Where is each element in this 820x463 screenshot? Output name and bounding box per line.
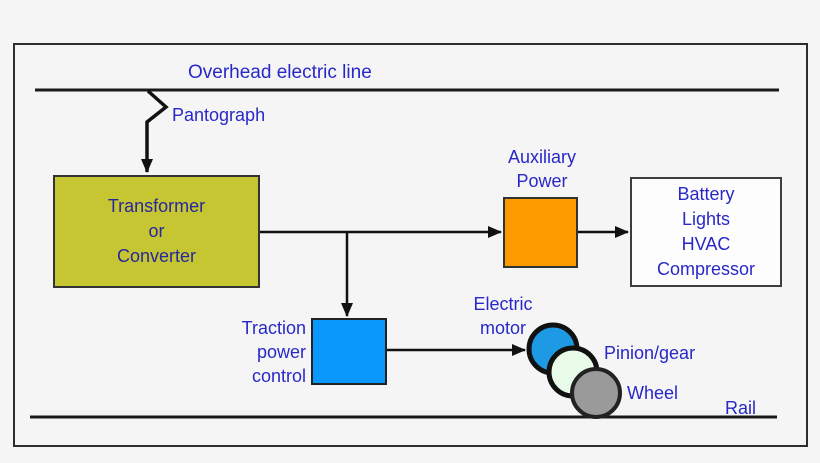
transformer-converter-box: Transformer or Converter xyxy=(53,175,260,288)
rail-label: Rail xyxy=(725,398,757,418)
pantograph-symbol xyxy=(141,89,169,173)
traction-power-control-label: Traction power control xyxy=(241,318,306,386)
wheel-label: Wheel xyxy=(627,383,679,403)
electric-motor-label: Electric motor xyxy=(473,294,533,338)
wheel-circle xyxy=(570,367,622,419)
traction-power-control-box xyxy=(311,318,387,385)
pantograph-label: Pantograph xyxy=(172,105,266,125)
diagram-border xyxy=(13,43,808,447)
overhead-line-label: Overhead electric line xyxy=(188,62,372,83)
auxiliary-power-box xyxy=(503,197,578,268)
auxiliary-power-label: Auxiliary Power xyxy=(507,147,577,191)
battery-loads-box: Battery Lights HVAC Compressor xyxy=(630,177,782,287)
pinion-gear-label: Pinion/gear xyxy=(604,343,696,363)
